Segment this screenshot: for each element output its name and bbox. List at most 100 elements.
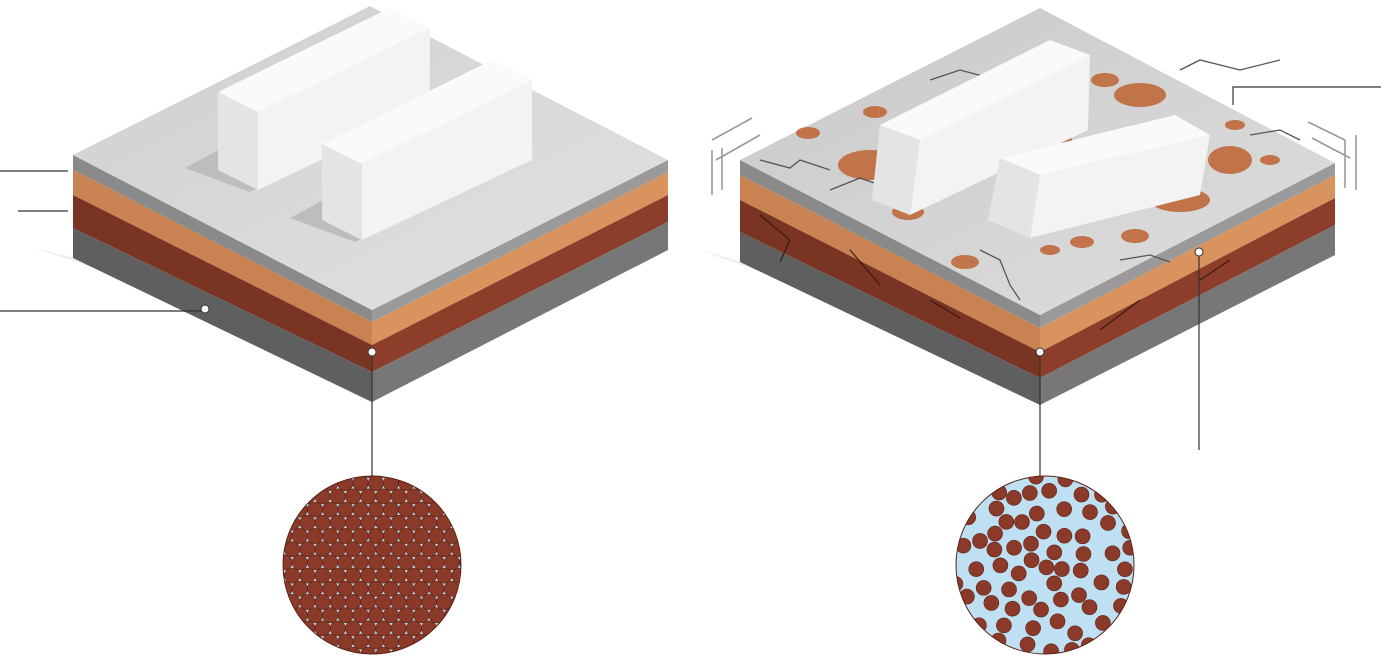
building-tilted-2 xyxy=(988,115,1210,238)
building-upright-1 xyxy=(185,8,430,192)
soil-grain xyxy=(986,541,1003,558)
before-panel xyxy=(0,6,668,655)
soil-grain xyxy=(436,476,453,478)
soil-grain xyxy=(436,514,453,531)
soil-grain xyxy=(1038,559,1055,576)
soil-grain xyxy=(383,633,399,650)
soil-grain xyxy=(314,620,331,637)
soil-grain xyxy=(443,554,460,571)
soil-grain xyxy=(299,514,316,531)
soil-grain xyxy=(992,557,1009,574)
soil-grain xyxy=(1019,636,1036,653)
soil-grain xyxy=(421,476,437,478)
soil-grain xyxy=(413,476,430,492)
soil-grain xyxy=(1082,504,1098,520)
soil-grain xyxy=(1043,643,1059,654)
soil-grain xyxy=(337,476,354,492)
soil-grain xyxy=(1046,544,1063,561)
building-front xyxy=(218,92,258,190)
soil-grain xyxy=(284,567,301,584)
soil-grain xyxy=(283,633,293,650)
soil-grain xyxy=(1014,514,1030,530)
building-front xyxy=(988,158,1040,238)
after-panel xyxy=(700,8,1381,655)
soil-grain xyxy=(451,594,461,610)
grain-view-loose xyxy=(955,475,1135,655)
soil-grain xyxy=(283,554,293,571)
soil-grain xyxy=(413,633,430,650)
soil-grain xyxy=(284,476,301,478)
soil-grain xyxy=(1072,562,1089,579)
soil-grain xyxy=(283,541,285,558)
leader-line-surface-right xyxy=(1232,86,1381,105)
soil-grain xyxy=(405,646,422,654)
soil-grain xyxy=(968,561,985,577)
lower-soil-right xyxy=(372,195,668,372)
soil-grain xyxy=(451,476,461,478)
soil-grain xyxy=(299,476,316,478)
soil-grain xyxy=(284,514,301,531)
soil-grain xyxy=(375,594,392,610)
soil-grain xyxy=(459,476,461,492)
soil-grain xyxy=(345,514,361,531)
soil-grain xyxy=(283,594,285,610)
soil-grain xyxy=(291,554,308,571)
soil-grain xyxy=(322,633,339,650)
soil-grain xyxy=(428,476,445,492)
soil-grain xyxy=(1056,501,1072,517)
soil-grain xyxy=(375,567,392,584)
soil-grain xyxy=(352,607,369,624)
callouts-left xyxy=(0,170,373,478)
soil-grain xyxy=(1115,579,1132,595)
soil-grain xyxy=(314,646,331,654)
soil-grain xyxy=(428,554,445,571)
soil-grain xyxy=(299,620,316,637)
soil-grain xyxy=(443,633,460,650)
callout-dot xyxy=(1194,247,1204,257)
soil-grain xyxy=(283,620,285,637)
soil-block-right-face xyxy=(1040,163,1335,405)
soil-grain xyxy=(352,528,369,544)
soil-block-left-face xyxy=(73,155,372,402)
soil-grain xyxy=(291,501,308,518)
soil-grain xyxy=(299,646,316,654)
soil-grain xyxy=(329,488,346,505)
soil-grain xyxy=(329,514,346,531)
soil-grain xyxy=(383,528,399,544)
soil-grain xyxy=(329,620,346,637)
soil-grain xyxy=(322,607,339,624)
soil-grain xyxy=(283,476,293,492)
grain-view-border xyxy=(955,475,1135,655)
soil-grain xyxy=(299,541,316,558)
building-side xyxy=(1030,135,1210,238)
building-roof xyxy=(218,8,430,112)
soil-grain xyxy=(428,633,445,650)
soil-grain xyxy=(375,541,392,558)
callout-dot xyxy=(1035,347,1045,357)
soil-grain xyxy=(998,514,1015,530)
soil-grain xyxy=(375,646,392,654)
soil-grain xyxy=(283,476,285,478)
lower-soil-left xyxy=(73,195,372,372)
soil-grain xyxy=(1075,546,1092,562)
building-upright-2 xyxy=(290,60,532,242)
soil-grain xyxy=(383,607,399,624)
soil-grain xyxy=(459,554,461,571)
soil-grain xyxy=(1049,613,1066,630)
soil-grain xyxy=(1073,486,1090,503)
soil-grain xyxy=(413,528,430,544)
soil-grain xyxy=(421,594,437,610)
soil-grain xyxy=(337,501,354,518)
soil-grain xyxy=(390,488,407,505)
soil-grain xyxy=(405,594,422,610)
soil-grain xyxy=(284,488,301,505)
soil-grain xyxy=(459,501,461,518)
soil-grain xyxy=(988,500,1005,517)
soil-grain xyxy=(314,567,331,584)
soil-grain xyxy=(367,554,384,571)
soil-grain xyxy=(1041,482,1057,499)
soil-grain xyxy=(451,488,461,505)
soil-grain xyxy=(459,580,461,597)
soil-grain xyxy=(1053,591,1069,608)
soil-grain xyxy=(307,607,323,624)
